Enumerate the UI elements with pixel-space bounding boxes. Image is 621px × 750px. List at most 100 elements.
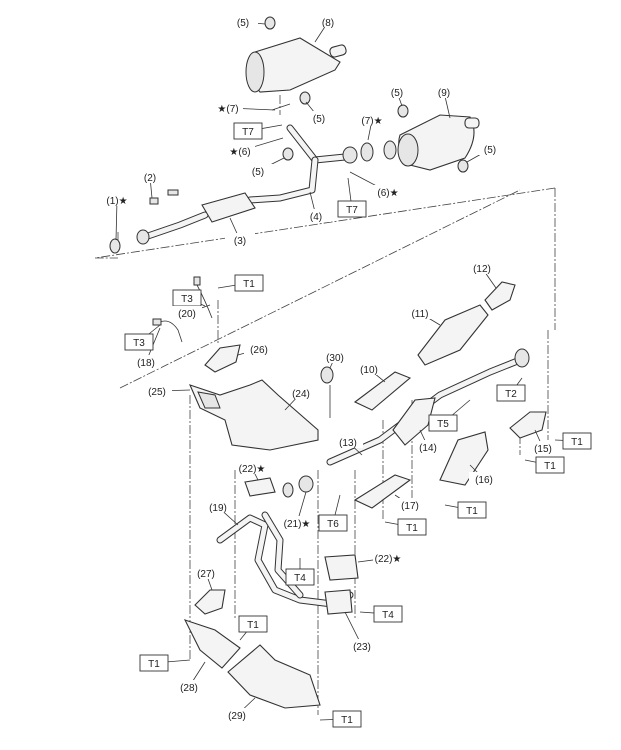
label-background	[222, 708, 252, 721]
torque-spec-box: T1	[457, 501, 487, 519]
label-background	[237, 461, 267, 474]
callout-text: (5)	[237, 18, 249, 29]
callout-text: T6	[327, 519, 339, 530]
label-background	[333, 435, 363, 448]
callout-text: (24)	[292, 389, 310, 400]
part-number-callout: (8)	[313, 15, 343, 29]
callout-text: (4)	[310, 212, 322, 223]
callout-text: (26)	[250, 345, 268, 356]
clamp-30	[320, 366, 334, 418]
front-exhaust-pipe-catalyst	[109, 189, 256, 254]
callout-text: (6)★	[377, 188, 398, 199]
label-background	[213, 101, 243, 114]
torque-box-frame	[337, 200, 367, 218]
label-background	[301, 209, 331, 222]
callout-text: (18)	[137, 358, 155, 369]
callout-text: (5)	[391, 88, 403, 99]
label-background	[203, 500, 233, 513]
callout-text: (5)	[252, 167, 264, 178]
callout-text: T2	[505, 389, 517, 400]
callout-text: (12)	[473, 264, 491, 275]
label-background	[228, 15, 258, 28]
heat-shield-27	[194, 589, 226, 615]
callout-text: T1	[406, 523, 418, 534]
part-number-callout: (21)★	[282, 516, 312, 530]
torque-spec-box: T1	[397, 518, 427, 536]
torque-box-frame	[428, 414, 458, 432]
callout-text: (7)★	[361, 116, 382, 127]
label-background	[282, 516, 312, 529]
front-pipe-13-14	[326, 348, 530, 466]
torque-box-frame	[238, 615, 268, 633]
torque-spec-box: T4	[373, 605, 403, 623]
callout-labels: (5)(8)★(7)(5)T7★(6)(7)★(5)(9)(5)(5)(6)★T…	[102, 15, 592, 728]
heat-shield-10	[353, 371, 412, 411]
torque-box-frame	[457, 501, 487, 519]
torque-box-frame	[139, 654, 169, 672]
part-number-callout: (18)	[131, 355, 161, 369]
callout-text: (5)	[484, 145, 496, 156]
label-background	[320, 350, 350, 363]
part-number-callout: (14)	[413, 440, 443, 454]
rear-muffler-right	[360, 114, 480, 171]
callout-text: (21)★	[284, 519, 311, 530]
label-background	[286, 386, 316, 399]
callout-text: T1	[466, 506, 478, 517]
callout-text: T1	[247, 620, 259, 631]
label-background	[395, 498, 425, 511]
part-number-callout: (17)	[395, 498, 425, 512]
part-number-callout: (1)★	[102, 193, 132, 207]
callout-text: T1	[544, 461, 556, 472]
callout-text: (11)	[411, 309, 428, 320]
callout-text: (22)★	[239, 464, 266, 475]
part-number-callout: (16)	[469, 472, 499, 486]
callout-text: (15)	[534, 444, 552, 455]
part-number-callout: (5)	[304, 111, 334, 125]
part-number-callout: (13)	[333, 435, 363, 449]
callout-text: ★(7)	[217, 104, 238, 115]
rear-muffler-left	[245, 37, 347, 93]
callout-text: (30)	[326, 353, 344, 364]
torque-spec-box: T3	[172, 289, 202, 307]
part-number-callout: (30)	[320, 350, 350, 364]
callout-text: (19)	[209, 503, 227, 514]
label-background	[244, 342, 274, 355]
callout-text: T4	[294, 573, 306, 584]
label-background	[304, 111, 334, 124]
callout-text: T3	[181, 294, 193, 305]
callout-text: (25)	[148, 387, 166, 398]
torque-box-frame	[332, 710, 362, 728]
part-number-callout: (6)★	[373, 185, 403, 199]
callout-text: (3)	[234, 236, 246, 247]
part-number-callout: (24)	[286, 386, 316, 400]
label-background	[174, 680, 204, 693]
exhaust-manifold-24	[189, 379, 319, 451]
callout-text: (22)★	[375, 554, 402, 565]
label-background	[467, 261, 497, 274]
reference-lines	[94, 95, 556, 715]
torque-box-frame	[234, 274, 264, 292]
label-background	[475, 142, 505, 155]
torque-spec-box: T7	[233, 122, 263, 140]
torque-spec-box: T1	[139, 654, 169, 672]
part-number-callout: (5)	[243, 164, 273, 178]
part-number-callout: (15)	[528, 441, 558, 455]
part-number-callout: (27)	[191, 566, 221, 580]
part-number-callout: (3)	[225, 233, 255, 247]
callout-text: ★(6)	[229, 147, 250, 158]
label-background	[382, 85, 412, 98]
part-number-callout: ★(6)	[225, 144, 255, 158]
torque-box-frame	[285, 568, 315, 586]
torque-spec-box: T7	[337, 200, 367, 218]
part-number-callout: (5)	[475, 142, 505, 156]
torque-spec-box: T1	[332, 710, 362, 728]
heat-shield-16	[439, 431, 489, 486]
label-background	[354, 362, 384, 375]
part-number-callout: (4)	[301, 209, 331, 223]
label-background	[373, 551, 403, 564]
torque-box-frame	[233, 122, 263, 140]
label-background	[243, 164, 273, 177]
gasket-7	[271, 103, 291, 111]
callout-text: (13)	[339, 438, 357, 449]
